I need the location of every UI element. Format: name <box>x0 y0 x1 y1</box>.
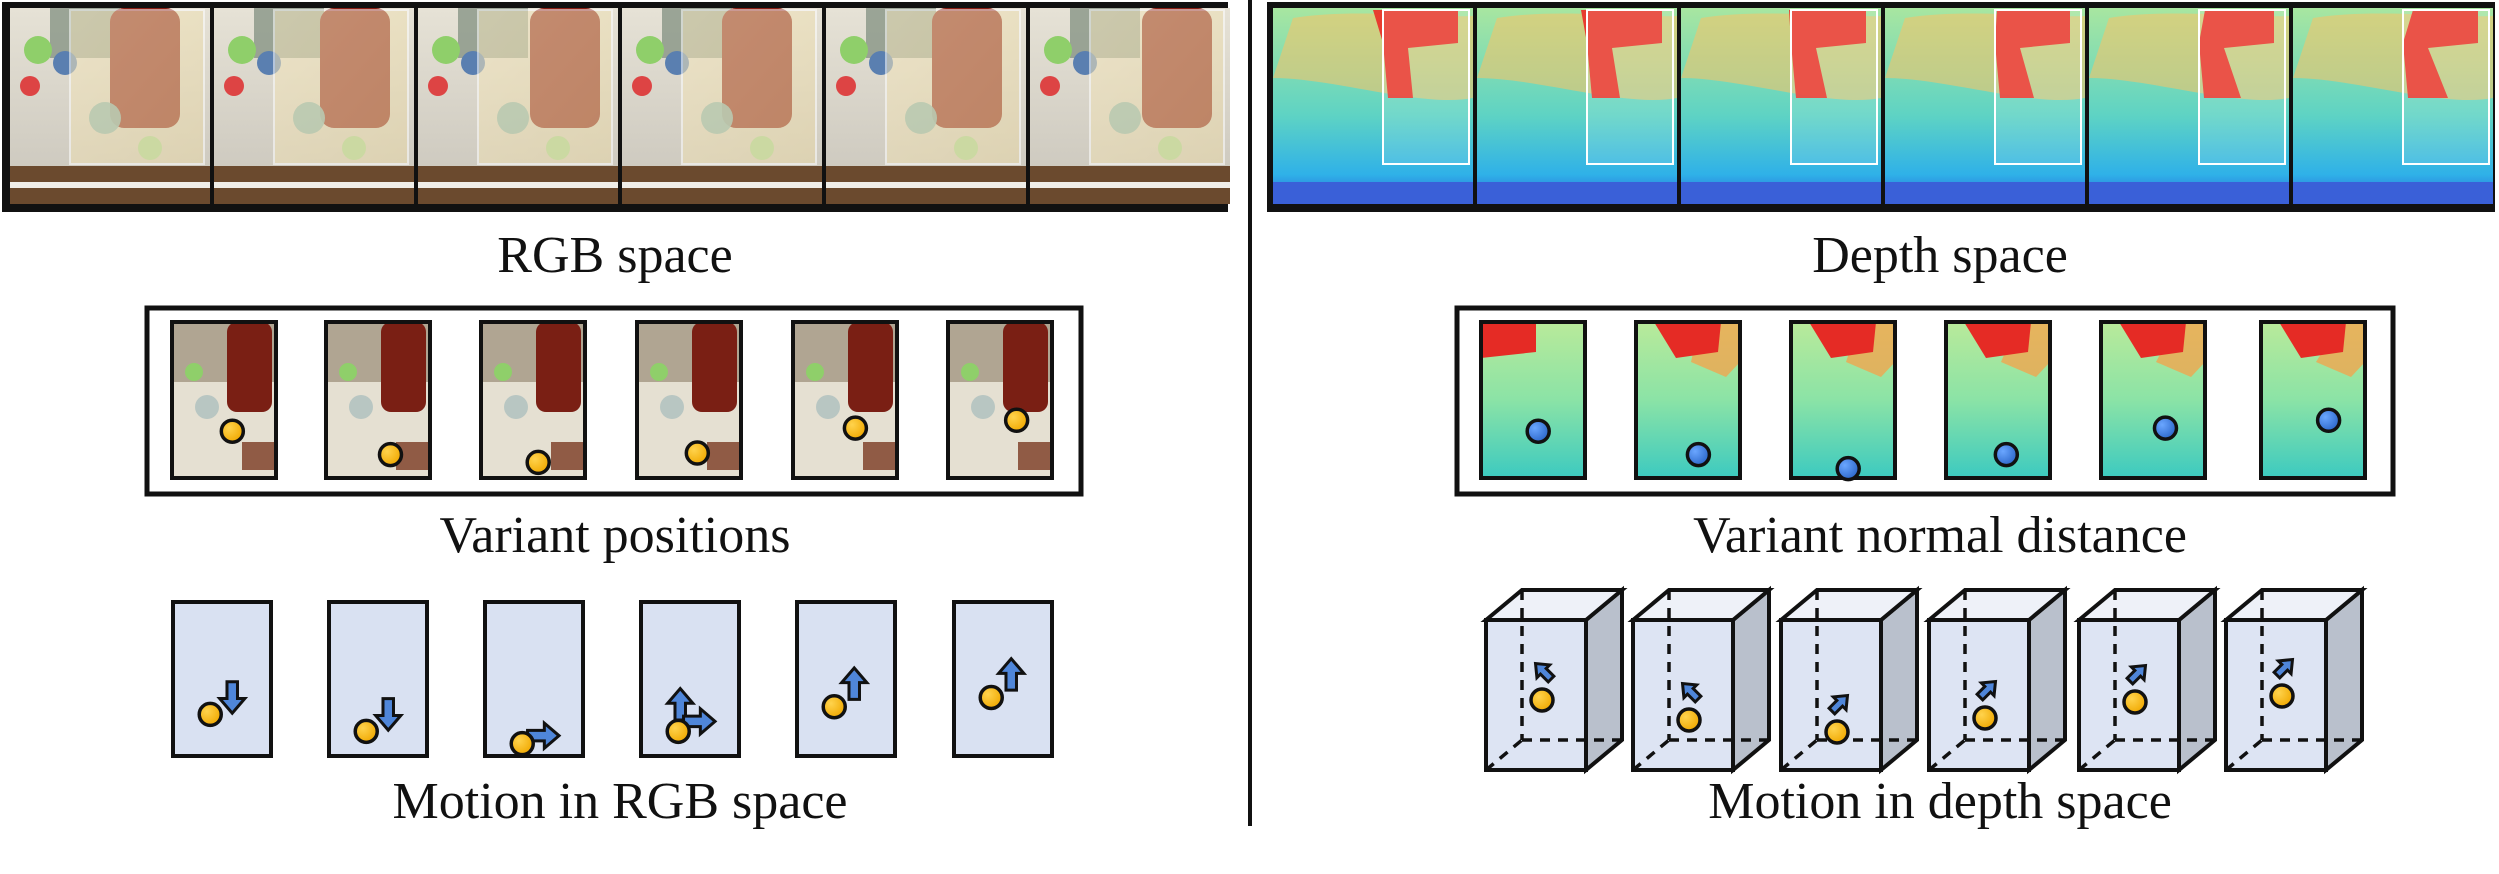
motion-card <box>639 600 741 758</box>
depth-motion-arrow-icon <box>1533 661 1557 685</box>
depth-point <box>2315 407 2342 434</box>
position-point <box>219 418 246 444</box>
cube-point <box>2269 683 2295 709</box>
motion-card <box>483 600 585 758</box>
rgb-frame <box>418 8 618 204</box>
cube-point <box>1824 719 1850 745</box>
rgb-frame <box>622 8 822 204</box>
rgb-frame-strip <box>2 2 1230 212</box>
caption-depth-space: Depth space <box>1812 227 2068 284</box>
position-thumbnail <box>946 320 1054 480</box>
cube-point <box>1972 705 1998 731</box>
depth-point <box>1835 455 1861 482</box>
motion-arrow-icon <box>995 656 1028 692</box>
depth-cube <box>1775 585 1923 775</box>
motion-card <box>327 600 429 758</box>
panel-divider <box>1248 0 1252 826</box>
depth-frame <box>1681 8 1881 204</box>
depth-cube <box>2073 585 2221 775</box>
position-point <box>1003 407 1030 434</box>
position-point <box>842 415 869 441</box>
depth-frame-strip <box>1267 2 2495 212</box>
rgb-frame <box>1030 8 1230 204</box>
position-point <box>525 449 551 476</box>
caption-variant-normal-distance: Variant normal distance <box>1693 507 2187 564</box>
depth-point <box>2152 415 2179 441</box>
depth-frame <box>2089 8 2289 204</box>
position-point <box>684 440 711 466</box>
motion-point <box>353 718 379 745</box>
depth-motion-arrow-icon <box>1974 679 1998 703</box>
rgb-frame <box>214 8 414 204</box>
depth-motion-arrow-icon <box>2124 663 2148 687</box>
cube-point <box>2122 689 2148 715</box>
motion-arrow-icon <box>838 665 871 701</box>
depth-motion-arrow-icon <box>1826 693 1850 717</box>
depth-frame <box>1885 8 2085 204</box>
depth-frame <box>1477 8 1677 204</box>
position-thumbnail <box>479 320 587 480</box>
position-thumbnail <box>791 320 899 480</box>
motion-point <box>978 684 1004 711</box>
motion-card <box>171 600 273 758</box>
rgb-frame <box>826 8 1026 204</box>
depth-motion-arrow-icon <box>2271 657 2295 681</box>
depth-point <box>1685 441 1712 468</box>
variant-normal-distance-panel <box>1454 305 2396 497</box>
depth-cube <box>2220 585 2368 775</box>
depth-motion-cubes <box>1480 585 2368 775</box>
cube-point <box>1529 687 1555 713</box>
motion-point <box>509 730 535 757</box>
depth-thumbnail <box>1944 320 2052 480</box>
position-point <box>377 441 404 468</box>
depth-motion-arrow-icon <box>1680 681 1704 705</box>
motion-card <box>795 600 897 758</box>
caption-motion-rgb: Motion in RGB space <box>392 773 848 830</box>
depth-thumbnail <box>1479 320 1587 480</box>
motion-point <box>665 718 691 745</box>
rgb-motion-cards <box>171 600 1054 758</box>
depth-thumbnail <box>2099 320 2207 480</box>
position-thumbnail <box>635 320 743 480</box>
depth-thumbnail <box>1634 320 1742 480</box>
depth-cube <box>1923 585 2071 775</box>
motion-point <box>197 701 223 728</box>
depth-cube <box>1480 585 1628 775</box>
caption-motion-depth: Motion in depth space <box>1708 773 2172 830</box>
depth-thumbnail <box>1789 320 1897 482</box>
caption-variant-positions: Variant positions <box>439 507 791 564</box>
depth-frame <box>2293 8 2493 204</box>
depth-point <box>1993 441 2020 468</box>
position-thumbnail <box>324 320 432 480</box>
cube-point <box>1676 707 1702 733</box>
motion-arrow-icon <box>372 697 405 733</box>
variant-positions-panel <box>144 305 1084 497</box>
depth-cube <box>1627 585 1775 775</box>
depth-frame <box>1273 8 1473 204</box>
depth-thumbnail <box>2259 320 2367 480</box>
caption-rgb-space: RGB space <box>497 227 733 284</box>
rgb-frame <box>10 8 210 204</box>
position-thumbnail <box>170 320 278 480</box>
motion-point <box>821 693 847 720</box>
motion-card <box>952 600 1054 758</box>
motion-arrow-icon <box>216 680 249 716</box>
depth-point <box>1525 418 1551 444</box>
